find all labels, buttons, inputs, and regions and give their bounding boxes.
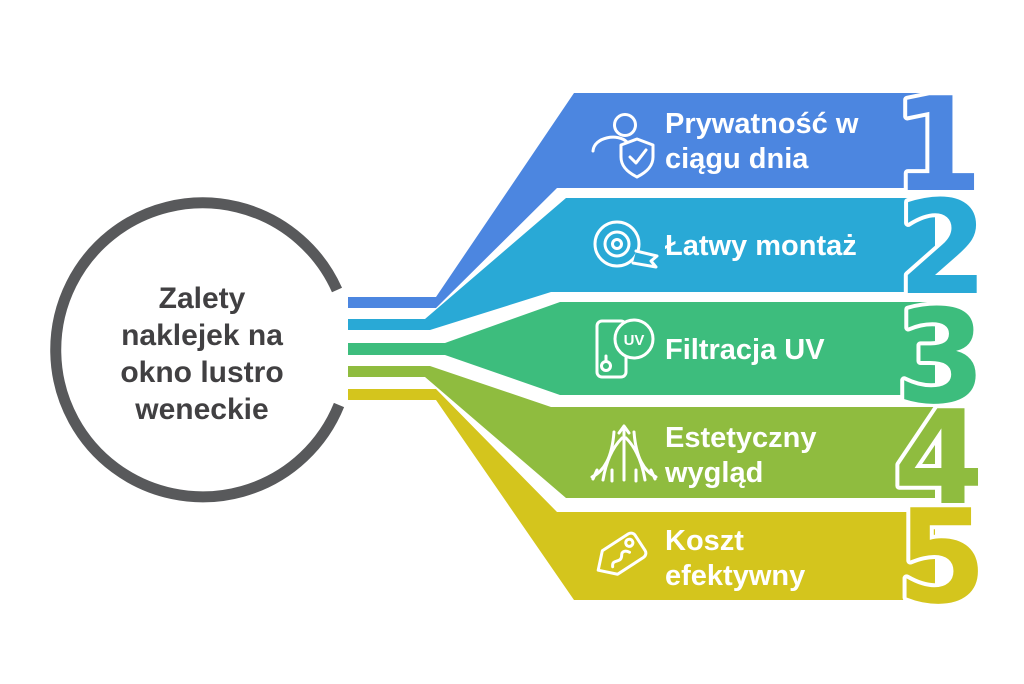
decorative-plant-icon	[590, 424, 658, 483]
ribbon-1-shape	[348, 93, 935, 308]
uv-badge-text: UV	[624, 332, 645, 349]
privacy-shield-icon	[591, 113, 655, 179]
title-line-2: naklejek na	[121, 319, 283, 352]
ribbon-item-2: Łatwy montaż 2	[348, 168, 992, 330]
ribbon-4-shape	[348, 366, 935, 498]
ribbon-1-label-line2: ciągu dnia	[665, 143, 809, 175]
diagram-title: Zalety naklejek na okno lustro weneckie	[120, 282, 283, 426]
ribbon-4-label-line1: Estetyczny	[665, 422, 817, 454]
title-line-4: weneckie	[134, 393, 268, 426]
ribbon-5-shape	[348, 389, 935, 600]
ribbon-2-label-line1: Łatwy montaż	[665, 230, 857, 262]
ribbon-4-number: 4	[894, 382, 984, 534]
ribbon-item-1: Prywatność w ciągu dnia 1	[348, 65, 987, 308]
ribbon-5-label-line1: Koszt	[665, 525, 744, 557]
tape-roll-icon	[593, 220, 659, 269]
center-circle-ring	[50, 197, 345, 503]
uv-filter-icon	[595, 318, 655, 379]
title-line-1: Zalety	[159, 282, 246, 315]
ribbon-item-4: Estetyczny wygląd 4	[348, 366, 988, 538]
price-tag-icon	[596, 531, 648, 576]
ribbon-1-label-line1: Prywatność w	[665, 108, 859, 140]
ribbon-item-5: Koszt efektywny 5	[348, 389, 991, 637]
title-line-3: okno lustro	[120, 356, 283, 389]
ribbon-2-number: 2	[898, 172, 988, 324]
ribbon-3-label-line1: Filtracja UV	[665, 334, 825, 366]
ribbon-5-number: 5	[897, 481, 987, 633]
ribbon-1-number: 1	[893, 69, 983, 221]
ribbon-4-label-line2: wygląd	[664, 457, 763, 489]
ribbon-5-label-line2: efektywny	[665, 560, 805, 592]
